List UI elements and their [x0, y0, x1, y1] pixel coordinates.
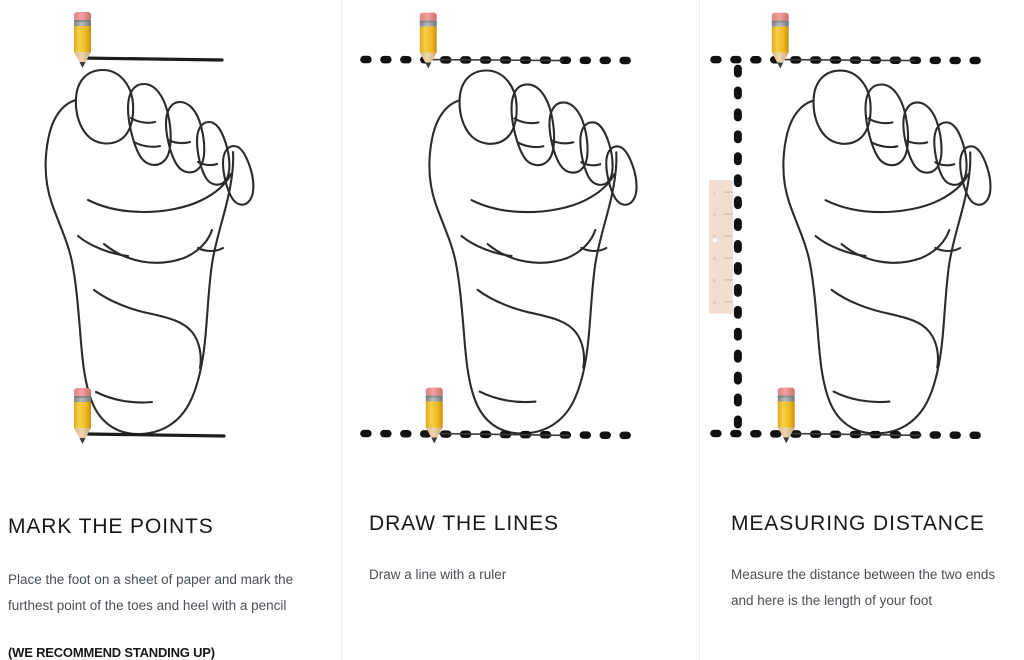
step-caption: MEASURING DISTANCE Measure the distance …: [700, 495, 1024, 640]
step-draw-the-lines: DRAW THE LINES Draw a line with a ruler: [341, 0, 699, 660]
svg-text:1: 1: [713, 190, 716, 196]
bottom-dotted-line: [710, 429, 995, 440]
foot-diagram-with-ruler: 1 2 3 4 5 6: [708, 12, 995, 444]
step-title: MARK THE POINTS: [8, 515, 214, 538]
step-note: [369, 588, 687, 614]
pencil-icon: [425, 387, 443, 444]
svg-text:5: 5: [713, 278, 716, 284]
svg-text:4: 4: [713, 256, 716, 262]
bottom-mark-line: [86, 432, 226, 438]
foot-outline: [44, 68, 255, 436]
foot-outline: [782, 69, 992, 435]
foot-diagram-solid: [44, 12, 255, 444]
svg-text:6: 6: [713, 300, 716, 306]
pencil-icon: [777, 387, 795, 444]
svg-text:2: 2: [713, 212, 716, 218]
step-note: [731, 614, 1012, 640]
step-description: Measure the distance between the two end…: [731, 567, 996, 609]
top-mark-line: [78, 56, 224, 62]
illustration-mark-the-points: [0, 0, 341, 495]
pencil-icon: [74, 12, 91, 68]
step-mark-the-points: MARK THE POINTS Place the foot on a shee…: [0, 0, 341, 660]
ruler-icon: 1 2 3 4 5 6: [708, 180, 733, 314]
illustration-draw-the-lines: [342, 0, 699, 495]
pencil-icon: [771, 12, 789, 69]
svg-text:3: 3: [713, 234, 716, 240]
top-dotted-line: [360, 55, 645, 65]
step-caption: MARK THE POINTS Place the foot on a shee…: [0, 495, 341, 660]
step-description: Draw a line with a ruler: [369, 567, 507, 583]
step-caption: DRAW THE LINES Draw a line with a ruler: [342, 495, 699, 614]
illustration-measuring-distance: 1 2 3 4 5 6: [700, 0, 1024, 495]
pencil-icon: [419, 12, 437, 69]
bottom-dotted-line: [360, 429, 645, 440]
pencil-icon: [74, 388, 91, 444]
step-description: Place the foot on a sheet of paper and m…: [8, 572, 294, 614]
step-title: MEASURING DISTANCE: [731, 512, 985, 535]
top-dotted-line: [710, 55, 995, 65]
foot-diagram-dotted: [360, 12, 645, 444]
foot-outline: [428, 69, 638, 435]
step-measuring-distance: 1 2 3 4 5 6: [699, 0, 1024, 660]
step-title: DRAW THE LINES: [369, 512, 559, 535]
step-note: (WE RECOMMEND STANDING UP): [8, 645, 215, 660]
